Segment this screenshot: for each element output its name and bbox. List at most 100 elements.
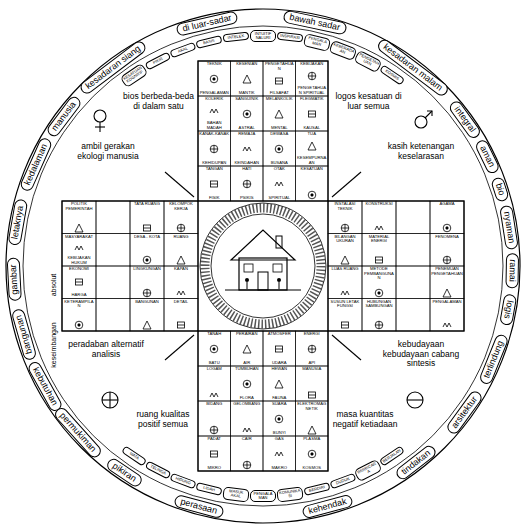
sense-band: MASUK AKAL [222,486,249,502]
quadrant-text: kasih ketenangan keselarasan [382,142,460,161]
node-text: kehendak [307,496,348,517]
sense-band: KOSMIS [378,65,404,87]
grid-cell: MASYARAKAT KEBIJAKAN HUKUM [62,234,96,267]
grid-cell: PENGALAMAN [430,299,464,332]
node-text: BUNYI [273,431,286,436]
grid-cell: SUSUN LETAK FUNGSI [328,299,362,332]
grid-cell: CAIR [231,436,264,471]
cell-icon [274,414,284,424]
node-text: permukiman [57,411,98,455]
node-text: BILANGAN UKURAN [329,235,361,244]
node-text: MATERIAL ENERGI [363,235,395,244]
grid-cell: ENERGIAPI [296,331,329,366]
node-text: BERBICARA [356,462,380,480]
cell-icon [307,390,317,400]
node-text: KESEMPURNAAN [297,156,328,165]
node-text: FENOMENA [435,235,459,240]
grid-cell: HATIPSIKIS [231,166,264,201]
grid-cell: OTAKSPIRITUAL [263,166,296,201]
sense-band: INTELEK [222,32,249,43]
node-text: integral [451,104,477,134]
node-text: HUBUNGAN SAMBUNGAN [363,300,395,309]
node-text: TUMBUHAN [235,367,259,372]
node-text: BASIS [198,38,220,47]
ring-band: kedalaman [18,136,53,192]
node-text: KAPAN [174,267,188,272]
sense-band: BERJALAN [378,446,404,468]
node-text: EKONOMI [69,267,89,272]
cell-icon [209,106,219,116]
cell-icon [142,255,152,265]
cell-icon [274,76,284,86]
node-text: PIKIR [147,54,169,68]
grid-cell: TUAKESEMPURNAAN [296,131,329,166]
grid-cell: ATMOSFERUDARA [263,331,296,366]
cell-icon [209,179,219,189]
node-text: ASTRAL [239,126,255,131]
cell-icon [142,288,152,298]
node-text: KOSMOS [303,466,321,471]
cell-icon [307,71,317,81]
node-text: UDARA [272,361,287,366]
grid-cell: KEBIJAKANPENGETAHUAN SPIRITUAL [296,61,329,96]
grid-cell: LUAS RUANG [328,266,362,299]
node-text: AKAL [172,45,194,57]
grid-cell: PLASMAKOSMOS [296,436,329,471]
grid-cell: MATERIAL ENERGI [362,234,396,267]
node-text: PERAIRAN [236,332,257,337]
grid-cell: PENGETAHUANFILSAFAT [263,61,296,96]
cell-icon [274,449,284,459]
cell-icon [142,223,152,233]
cell-icon [142,320,152,330]
cell-icon [274,379,284,389]
node-text: SUARA [272,402,286,407]
quadrant-symbols [94,110,432,408]
grid-cell: BANGUNAN [130,299,164,332]
node-text: KOLERIK [205,97,223,102]
grid-cell: KESENIANMANTIK [231,61,264,96]
node-text: HARGA [72,293,87,298]
node-text: MASYARAKAT [65,235,93,240]
grid-cell: KELOMPOK KERJA [164,201,198,234]
node-text: LINGKUNGAN [133,267,161,272]
node-text: logis [501,299,515,319]
node-text: MANUSIA [302,367,321,372]
cell-icon [176,288,186,298]
cell-icon [442,320,452,330]
cell-icon [209,74,219,84]
ring-band: kebutuhan [26,360,64,414]
ring-band: gambar [7,257,22,300]
grid-cell: LOGAM [198,366,231,401]
node-text: INTUITIF NALURI [252,32,274,41]
node-text: MASUK AKAL [224,489,247,500]
node-text: KEBIJAKAN HUKUM [63,256,95,265]
side-word: absolut [50,274,58,297]
cell-icon [274,144,284,154]
node-text: DEWASA [270,132,288,137]
node-text: INSTALASI TEKNIK [329,202,361,211]
node-text: AGAMA [439,202,454,207]
node-text: KEINDAHAN [235,161,259,166]
node-text: DUDUK [332,476,354,488]
node-text: AIR [243,361,250,366]
node-text: KOSMIS [381,67,402,83]
cell-icon [374,288,384,298]
quadrant-text: masa kuantitas negatif ketiadaan [332,410,398,429]
node-text: di luar-sadar [181,12,232,34]
ring-band: letaknya [7,199,28,246]
grid-cell: GASMAKRO [263,436,296,471]
node-text: FILSAFAT [270,91,289,96]
sense-band: HIDUNG [169,473,196,490]
node-text: OTAK [274,167,285,172]
cell-icon [242,379,252,389]
cell-icon [242,144,252,154]
node-text: MATA [124,449,145,465]
cell-icon [307,190,317,200]
grid-cell: MELANKOLIKMENTAL [263,96,296,131]
node-text: SUSUN LETAK FUNGSI [329,300,361,309]
cell-icon [307,141,317,151]
grid-cell: DEWASABUSANA [263,131,296,166]
cell-icon [307,425,317,435]
node-text: PADAT [208,437,221,442]
